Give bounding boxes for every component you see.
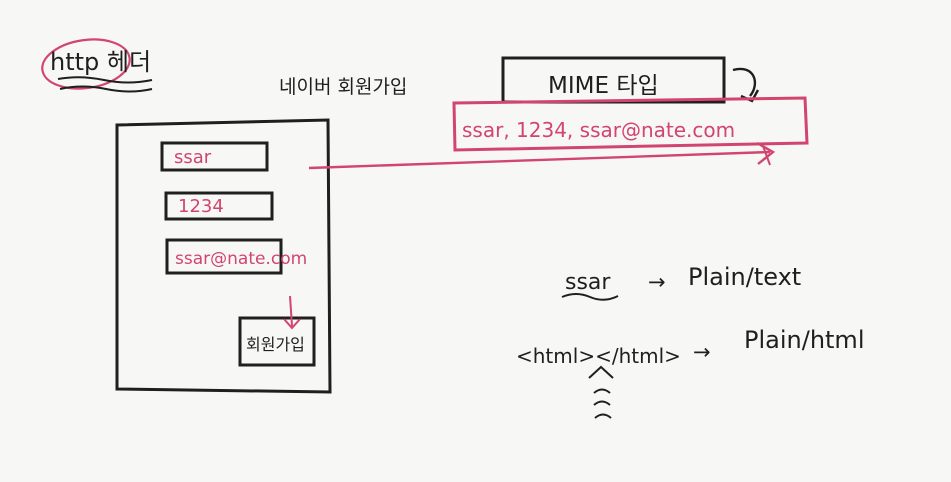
signup-form: ssar 1234 ssar@nate.com 회원가입 — [115, 118, 332, 394]
page-title: http 헤더 — [41, 38, 153, 93]
example-html-result: Plain/html — [744, 326, 864, 354]
example-text-underline — [561, 293, 619, 301]
mime-arrow-curve — [732, 67, 757, 97]
flow-arrow-scribble — [762, 145, 771, 166]
example-text-arrow: → — [648, 270, 666, 294]
example-html-input: <html></html> — [516, 344, 681, 368]
submit-arrow-head — [283, 318, 301, 330]
field-username[interactable] — [160, 141, 269, 172]
submit-arrow-line — [289, 295, 293, 327]
field-username-value: ssar — [174, 147, 212, 168]
title-text: http 헤더 — [50, 48, 151, 76]
field-email-value: ssar@nate.com — [175, 249, 307, 269]
payload-box: ssar, 1234, ssar@nate.com — [308, 96, 809, 170]
signup-button[interactable] — [238, 316, 316, 367]
flow-arrow-line — [308, 150, 771, 170]
mime-type-box: MIME 타입 — [501, 56, 760, 104]
example-text-row: ssar → Plain/text — [561, 263, 801, 301]
example-text-input: ssar — [565, 270, 611, 295]
example-scribble-3 — [594, 413, 612, 419]
payload-text: ssar, 1234, ssar@nate.com — [462, 118, 735, 142]
field-email[interactable] — [165, 238, 283, 275]
field-password[interactable] — [164, 191, 274, 221]
example-scribble-2 — [593, 400, 611, 406]
flow-arrow-head — [756, 141, 776, 165]
title-underline — [57, 76, 153, 84]
example-caret — [588, 365, 614, 379]
example-scribble-1 — [593, 388, 611, 394]
example-html-arrow: → — [693, 340, 711, 364]
example-html-row: <html></html> → Plain/html — [516, 326, 864, 419]
form-frame — [115, 118, 332, 394]
title-underline-2 — [59, 85, 153, 93]
field-password-value: 1234 — [178, 196, 224, 217]
form-title: 네이버 회원가입 — [279, 76, 407, 98]
signup-button-label: 회원가입 — [246, 335, 305, 354]
payload-frame — [452, 96, 809, 152]
mime-type-label: MIME 타입 — [548, 73, 659, 99]
example-text-result: Plain/text — [688, 263, 801, 291]
title-circle-mark — [41, 38, 131, 90]
